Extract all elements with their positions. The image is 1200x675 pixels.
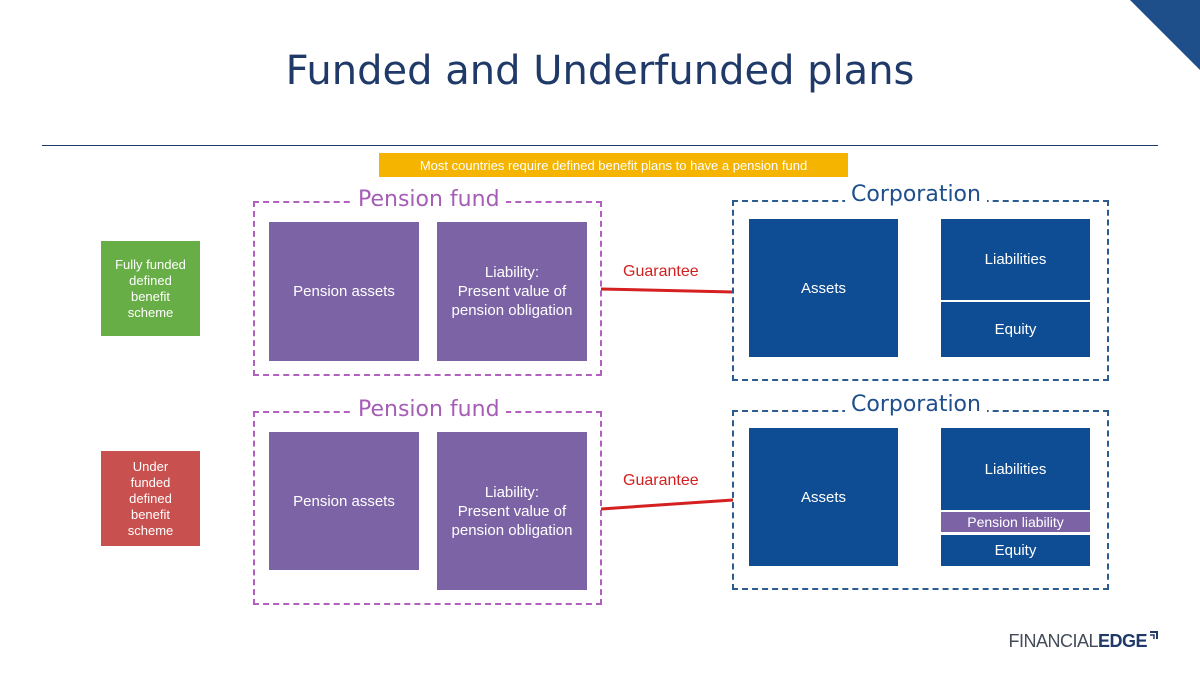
title-divider <box>42 145 1158 146</box>
liability-box-2: Liability: Present value of pension obli… <box>437 432 587 590</box>
pension-liability-box: Pension liability <box>941 512 1090 532</box>
under-funded-label-text: Under funded defined benefit scheme <box>127 458 174 538</box>
logo-text-edge: EDGE <box>1097 631 1148 651</box>
corner-decoration <box>1130 0 1200 70</box>
guarantee-label-1: Guarantee <box>623 263 699 280</box>
assets-box-1: Assets <box>749 219 898 357</box>
pension-fund-title-1: Pension fund <box>352 187 506 213</box>
pension-assets-box-2: Pension assets <box>269 432 419 570</box>
page-title: Funded and Underfunded plans <box>285 48 915 94</box>
corporation-title-2: Corporation <box>845 392 987 418</box>
liabilities-box-1: Liabilities <box>941 219 1090 300</box>
pension-fund-title-2: Pension fund <box>352 397 506 423</box>
logo-mark-icon <box>1150 631 1158 639</box>
guarantee-line-2 <box>600 498 734 511</box>
equity-box-1: Equity <box>941 300 1090 357</box>
assets-box-2: Assets <box>749 428 898 566</box>
financial-edge-logo: FINANCIALEDGE <box>1008 631 1158 652</box>
pension-assets-box-1: Pension assets <box>269 222 419 361</box>
fully-funded-label: Fully funded defined benefit scheme <box>101 241 200 336</box>
logo-text-financial: FINANCIAL <box>1008 631 1098 651</box>
guarantee-line-1 <box>600 287 734 294</box>
corporation-title-1: Corporation <box>845 182 987 208</box>
guarantee-label-2: Guarantee <box>623 472 699 489</box>
liabilities-box-2: Liabilities <box>941 428 1090 510</box>
equity-box-2: Equity <box>941 535 1090 566</box>
note-banner: Most countries require defined benefit p… <box>379 153 848 177</box>
fully-funded-label-text: Fully funded defined benefit scheme <box>115 256 186 320</box>
under-funded-label: Under funded defined benefit scheme <box>101 451 200 546</box>
liability-box-1: Liability: Present value of pension obli… <box>437 222 587 361</box>
